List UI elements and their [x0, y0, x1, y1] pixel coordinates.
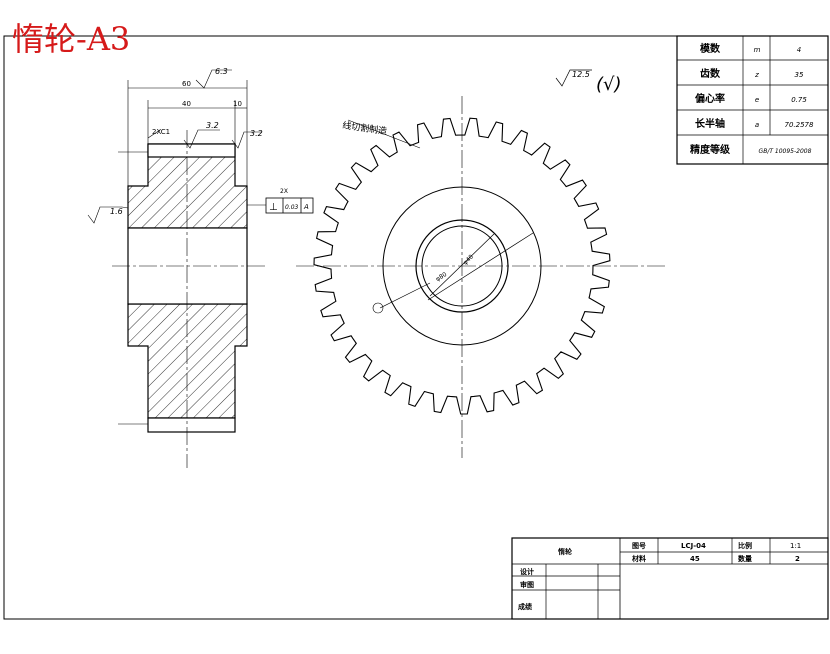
roughness-general-mark: (√) [596, 74, 622, 95]
roughness-left: 1.6 [110, 207, 123, 216]
tb-material: 45 [690, 555, 700, 563]
param-name: 长半轴 [695, 117, 725, 130]
roughness-general: 12.5 [572, 70, 590, 79]
tooth-land-top [147, 143, 236, 158]
param-symbol: m [754, 46, 761, 54]
tb-scale-label: 比例 [738, 541, 752, 550]
title-block [511, 537, 829, 620]
param-name: 精度等级 [690, 143, 731, 156]
tooth-land-bottom [147, 417, 236, 433]
drawing-frame [3, 35, 829, 620]
tolerance-frame: 2X ⊥ 0.03 A [247, 188, 314, 214]
tolerance-value: 0.03 [285, 204, 299, 211]
dim-chamfer: 2XC1 [152, 128, 170, 136]
roughness-side-face: 3.2 [250, 129, 263, 138]
dim-hub-width: 40 [182, 100, 191, 108]
tb-drawing-no-label: 图号 [632, 541, 646, 550]
manufacturing-note: 线切割制造 [342, 119, 388, 137]
tolerance-symbol: ⊥ [269, 202, 278, 213]
tb-reviewer: 审图 [520, 580, 534, 589]
dim-inner-dia: φ80 [435, 271, 449, 283]
roughness-bore-face: 3.2 [206, 121, 219, 130]
gear-section-view [112, 130, 265, 468]
param-name: 模数 [700, 42, 721, 55]
center-marker [372, 302, 384, 314]
dim-overall-width: 60 [182, 80, 191, 88]
param-value: 35 [795, 71, 804, 79]
param-value: 0.75 [791, 96, 807, 104]
tb-student: 成绩 [518, 602, 532, 611]
tolerance-datum: A [303, 203, 309, 211]
param-value: GB/T 10095-2008 [759, 148, 812, 155]
param-value: 70.2578 [785, 121, 814, 129]
roughness-surface: 6.3 [215, 67, 228, 76]
dim-step: 10 [233, 100, 242, 108]
tb-qty: 2 [795, 555, 800, 563]
general-roughness-symbol [555, 69, 592, 87]
section-bottom-half [127, 303, 248, 419]
tolerance-label: 2X [280, 188, 288, 195]
gear-parameter-table [676, 35, 829, 165]
param-name: 齿数 [700, 67, 721, 80]
section-dimensions [87, 69, 262, 224]
drawing-title: 惰轮-A3 [12, 20, 130, 58]
tb-drawing-no: LCJ-04 [681, 542, 706, 550]
gear-tooth-outline [313, 117, 611, 415]
param-name: 偏心率 [695, 92, 725, 105]
tb-material-label: 材料 [631, 554, 646, 563]
param-symbol: a [755, 121, 759, 129]
tb-scale: 1:1 [790, 542, 801, 550]
dim-bore-dia: φ40 [462, 253, 475, 266]
param-symbol: z [754, 71, 759, 79]
gear-front-view [296, 96, 668, 458]
tb-designer: 设计 [520, 567, 534, 576]
tb-part-name: 惰轮 [558, 547, 572, 556]
param-value: 4 [797, 46, 801, 54]
param-symbol: e [755, 96, 759, 104]
tb-qty-label: 数量 [738, 554, 752, 563]
